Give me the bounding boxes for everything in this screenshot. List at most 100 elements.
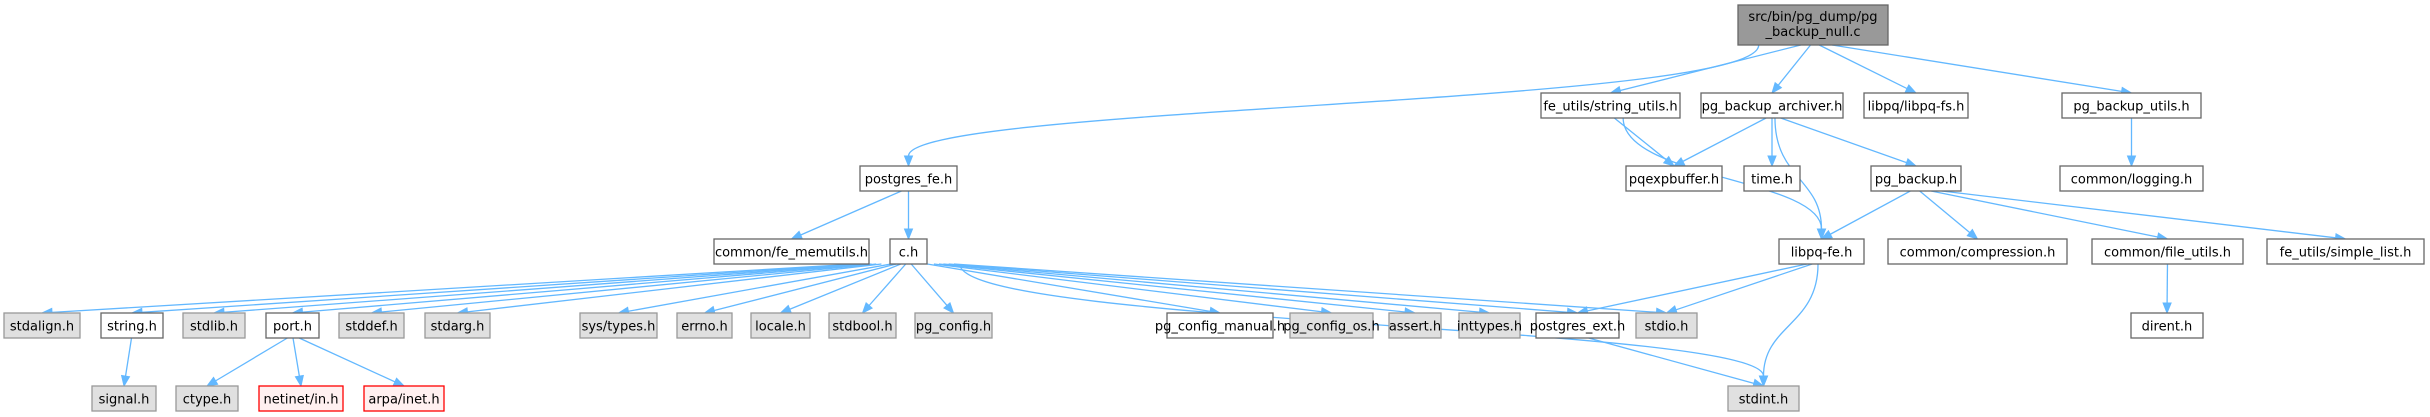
edge-arrowhead [1904,158,1918,167]
node-label: pg_backup_utils.h [2073,100,2189,115]
edge-libpq_fe-to-stdint [1758,263,1819,388]
node-label: _backup_null.c [1765,25,1861,40]
node-box [1727,385,1800,412]
node-file-utils[interactable]: common/file_utils.h [2091,238,2244,265]
node-label: ctype.h [183,393,232,408]
node-pg-backup-archiver[interactable]: pg_backup_archiver.h [1700,92,1844,119]
edge-c-to-stdlib [212,263,867,317]
edges-layer [40,44,2347,388]
node-label: stdint.h [1739,393,1788,408]
edge-arrowhead [1771,81,1783,95]
node-label: locale.h [755,320,806,335]
edge-line [628,263,892,312]
node-box [1737,4,1889,46]
node-box [258,385,344,412]
node-box [828,312,897,339]
node-root[interactable]: src/bin/pg_dump/pg_backup_null.c [1737,4,1889,46]
node-label: common/logging.h [2071,173,2193,188]
node-dirent[interactable]: dirent.h [2130,312,2204,339]
edge-line [298,337,396,383]
edge-port-to-netinet_in [292,337,304,388]
node-box [3,312,81,339]
edge-pg_backup-to-file_utils [1930,190,2169,242]
edge-line [910,263,948,306]
node-libpq-fs[interactable]: libpq/libpq-fs.h [1863,92,1969,119]
edge-arrowhead [1672,156,1686,167]
edge-file_utils-to-dirent [2162,263,2172,315]
node-label: stdio.h [1645,320,1689,335]
edge-arrowhead [779,304,793,314]
edge-line [1829,190,1911,235]
node-simple-list[interactable]: fe_utils/simple_list.h [2266,238,2425,265]
edge-c-to-stdalign [40,263,857,318]
edge-line [141,263,862,313]
edge-line [292,337,300,377]
edge-line [381,263,877,313]
node-time[interactable]: time.h [1743,165,1801,192]
node-label: stdalign.h [10,320,74,335]
node-label: postgres_fe.h [865,173,953,188]
edge-c-to-postgres_ext [948,263,1579,317]
node-c[interactable]: c.h [889,238,928,265]
edge-arrowhead [2126,155,2137,168]
node-label: port.h [273,320,312,335]
node-box [2059,165,2204,192]
node-label: common/file_utils.h [2104,246,2231,261]
edge-line [1675,263,1813,311]
node-label: dirent.h [2142,320,2193,335]
edge-line [1620,44,1802,92]
edge-line [223,263,867,313]
node-string-utils[interactable]: fe_utils/string_utils.h [1540,92,1681,119]
node-fe-memutils[interactable]: common/fe_memutils.h [713,238,870,265]
node-box [2266,238,2425,265]
edge-line [467,263,882,313]
edge-port-to-arpa_inet [298,337,406,387]
node-logging[interactable]: common/logging.h [2059,165,2204,192]
node-postgres-fe[interactable]: postgres_fe.h [859,165,958,192]
node-stdio: stdio.h [1635,312,1698,339]
edge-arrowhead [943,301,955,315]
edge-line [938,263,1406,313]
edge-line [1919,190,1971,234]
node-box [1166,312,1274,339]
edge-pg_backup_archiver-to-time [1767,118,1777,168]
node-pqexpbuffer[interactable]: pqexpbuffer.h [1625,165,1723,192]
node-compression[interactable]: common/compression.h [1887,238,2068,265]
node-inttypes: inttypes.h [1457,312,1522,339]
node-box [1887,238,2068,265]
node-assert: assert.h [1388,312,1442,339]
node-label: errno.h [681,320,728,335]
node-box [424,312,491,339]
node-pg-config-os: pg_config_os.h [1283,312,1380,339]
node-pg-config-manual[interactable]: pg_config_manual.h [1155,312,1285,339]
node-ctype: ctype.h [175,385,239,412]
node-label: stddef.h [345,320,397,335]
edge-arrowhead [2162,302,2172,315]
edge-c-to-pg_config_os [933,263,1333,317]
edge-line [1941,190,2336,239]
node-port[interactable]: port.h [265,312,320,339]
node-box [1863,92,1969,119]
node-string[interactable]: string.h [100,312,164,339]
edge-arrowhead [1767,155,1777,168]
node-label: netinet/in.h [264,393,339,408]
edge-line [1780,117,1907,164]
node-pg-backup-utils[interactable]: pg_backup_utils.h [2061,92,2202,119]
node-box [91,385,157,412]
edge-c-to-stddef [370,263,877,317]
edge-line [1588,337,1755,384]
node-libpq-fe[interactable]: libpq-fe.h [1778,238,1865,265]
node-postgres-ext[interactable]: postgres_ext.h [1530,312,1626,339]
node-pg-backup[interactable]: pg_backup.h [1870,165,1962,192]
node-box [363,385,445,412]
node-label: signal.h [99,393,150,408]
node-box [1778,238,1865,265]
edge-line [51,263,857,314]
node-box [713,238,870,265]
edge-pg_backup_archiver-to-pg_backup [1780,117,1918,167]
node-label: src/bin/pg_dump/pg [1748,10,1877,25]
edge-arrowhead [205,376,219,387]
node-locale: locale.h [750,312,811,339]
edge-line [1930,190,2158,238]
